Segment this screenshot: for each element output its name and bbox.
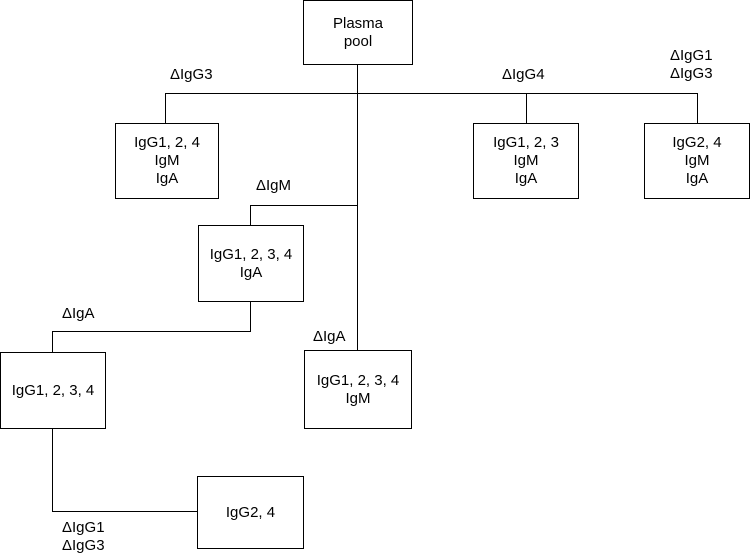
node-minus-igg1-igg3-line-3: IgA <box>685 170 709 187</box>
edge-label-delta-igg3: ΔIgG3 <box>170 66 213 84</box>
edge-label-delta-igg1-igg3-bottom-line-2: ΔIgG3 <box>62 537 105 554</box>
node-minus-igg4-line-1: IgG1, 2, 3 <box>493 134 559 151</box>
edge-label-delta-iga-center-line-1: ΔIgA <box>313 328 346 345</box>
node-minus-iga-line-2: IgM <box>345 389 371 407</box>
edge-label-delta-igg1-igg3-top: ΔIgG1 ΔIgG3 <box>670 47 713 83</box>
node-plasma-pool-line-1: Plasma <box>332 14 384 32</box>
connector-to-bottom-box <box>52 511 198 512</box>
connector-trunk <box>357 64 358 351</box>
node-minus-igg1-igg3-line-2: IgM <box>684 152 710 169</box>
node-minus-igg3-line-3: IgA <box>155 170 179 187</box>
node-minus-igg1-igg3: IgG2, 4 IgM IgA <box>644 123 750 199</box>
node-minus-igg3-line-2: IgM <box>154 152 180 169</box>
edge-label-delta-igg4-line-1: ΔIgG4 <box>502 66 545 83</box>
edge-label-delta-igm: ΔIgM <box>256 177 291 195</box>
edge-label-delta-igg3-line-1: ΔIgG3 <box>170 66 213 83</box>
node-minus-igm-line-1: IgG1, 2, 3, 4 <box>209 245 293 263</box>
edge-label-delta-igg1-igg3-bottom-line-1: ΔIgG1 <box>62 519 105 536</box>
edge-label-delta-igg4: ΔIgG4 <box>502 66 545 84</box>
node-minus-igg4-line-2: IgM <box>513 152 539 169</box>
node-minus-igm-iga: IgG1, 2, 3, 4 <box>0 352 106 429</box>
node-minus-igg4: IgG1, 2, 3 IgM IgA <box>473 123 579 199</box>
edge-label-delta-igg1-igg3-bottom: ΔIgG1 ΔIgG3 <box>62 519 105 555</box>
node-minus-iga: IgG1, 2, 3, 4 IgM <box>304 350 412 429</box>
node-minus-igg3: IgG1, 2, 4 IgM IgA <box>115 123 219 199</box>
node-minus-igg4-line-3: IgA <box>514 170 538 187</box>
node-minus-igm-iga-igg1-igg3-line-1: IgG2, 4 <box>225 503 276 521</box>
connector-igm-bar <box>250 205 358 206</box>
edge-label-delta-iga-center: ΔIgA <box>313 328 346 346</box>
connector-to-igg3-branch <box>165 93 166 124</box>
edge-label-delta-iga-left: ΔIgA <box>62 305 95 323</box>
connector-top-bar <box>165 93 698 94</box>
connector-iga-left-box-down <box>52 428 53 512</box>
edge-label-delta-igg1-igg3-top-line-2: ΔIgG3 <box>670 65 713 82</box>
edge-label-delta-igm-line-1: ΔIgM <box>256 177 292 194</box>
connector-to-igm-branch <box>250 205 251 226</box>
node-plasma-pool: Plasma pool <box>303 0 413 65</box>
connector-iga-left-bar <box>52 331 251 332</box>
edge-label-delta-igg1-igg3-top-line-1: ΔIgG1 <box>670 47 713 64</box>
edge-label-delta-iga-left-line-1: ΔIgA <box>62 305 95 322</box>
node-minus-igg3-line-1: IgG1, 2, 4 <box>134 134 200 151</box>
connector-igm-box-down <box>250 301 251 331</box>
node-minus-igg1-igg3-line-1: IgG2, 4 <box>672 134 722 151</box>
node-minus-igm: IgG1, 2, 3, 4 IgA <box>198 225 304 302</box>
connector-to-iga-left-branch <box>52 331 53 353</box>
node-minus-igm-iga-igg1-igg3: IgG2, 4 <box>197 476 304 549</box>
connector-to-igg1-igg3-branch <box>697 93 698 124</box>
node-plasma-pool-line-2: pool <box>343 32 373 50</box>
node-minus-iga-line-1: IgG1, 2, 3, 4 <box>316 371 400 389</box>
node-minus-igm-line-2: IgA <box>239 263 263 281</box>
node-minus-igm-iga-line-1: IgG1, 2, 3, 4 <box>11 381 95 399</box>
connector-to-igg4-branch <box>526 93 527 124</box>
